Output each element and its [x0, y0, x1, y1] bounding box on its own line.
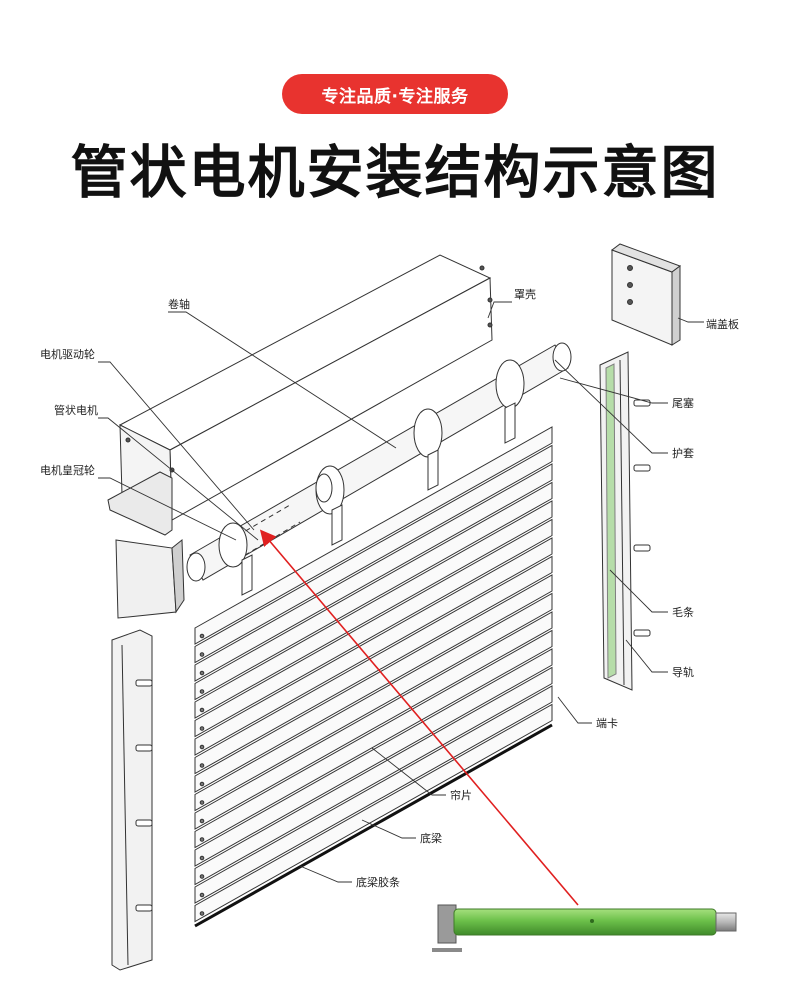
- slat-clip-hole: [199, 633, 205, 639]
- left-guide-rail: [111, 629, 153, 971]
- slat-clip-hole: [199, 874, 205, 879]
- label-guide-rail: 导轨: [672, 665, 694, 679]
- label-crown-wheel: 电机皇冠轮: [40, 463, 95, 477]
- slat-clip-hole: [199, 689, 205, 694]
- label-bottom-beam: 底梁: [420, 831, 442, 845]
- slat-clip-hole: [199, 707, 205, 713]
- curtain-slat: [194, 611, 553, 830]
- label-tail-plug: 尾塞: [672, 396, 694, 410]
- slat-clip-hole: [199, 892, 205, 898]
- curtain-slat: [194, 574, 553, 793]
- slat-clip-hole: [199, 670, 205, 676]
- leader-lines: [98, 301, 704, 883]
- roller-shaft: [186, 342, 572, 582]
- tubular-motor-photo: [432, 904, 737, 952]
- curtain-slats: [194, 426, 553, 928]
- slogan-badge: 专注品质·专注服务: [282, 74, 508, 114]
- label-motor-drive-wheel: 电机驱动轮: [40, 347, 95, 361]
- right-rail-screws: [633, 399, 651, 637]
- slat-clip-hole: [199, 652, 205, 657]
- curtain-slat: [194, 648, 553, 867]
- right-guide-rail: [599, 351, 633, 691]
- curtain-slat: [194, 481, 553, 701]
- motor-pointer-arrow: [259, 529, 579, 906]
- page-title: 管状电机安装结构示意图: [70, 140, 720, 206]
- left-end-bracket: [107, 471, 185, 619]
- curtain-slat: [194, 629, 553, 849]
- slat-clip-hole: [199, 911, 205, 916]
- slat-clip-hole: [199, 726, 205, 731]
- curtain-slat: [194, 444, 553, 664]
- label-bottom-beam-rubber: 底梁胶条: [356, 875, 400, 889]
- slat-clip-hole: [199, 744, 205, 750]
- slat-clip-hole: [199, 800, 205, 805]
- slat-clip-hole: [199, 855, 205, 861]
- curtain-slat: [194, 500, 553, 719]
- curtain-slat: [194, 426, 553, 645]
- label-end-clip: 端卡: [596, 717, 618, 730]
- diagram-labels: 卷轴 罩壳 端盖板 电机驱动轮 管状电机 电机皇冠轮 尾塞 护套 毛条 导轨 端…: [40, 287, 739, 889]
- curtain-slat: [194, 518, 553, 738]
- label-roller-shaft: 卷轴: [168, 297, 190, 311]
- label-sleeve: 护套: [672, 446, 694, 460]
- slat-clip-hole: [199, 763, 205, 768]
- label-curtain-slat: 帘片: [450, 788, 472, 802]
- label-end-cover-plate: 端盖板: [706, 317, 739, 331]
- curtain-slat: [194, 463, 553, 682]
- label-brush-strip: 毛条: [672, 605, 694, 619]
- slat-clip-hole: [199, 781, 205, 787]
- curtain-slat: [194, 555, 553, 775]
- curtain-slat: [194, 685, 553, 904]
- label-tubular-motor: 管状电机: [54, 403, 98, 417]
- end-cover-plate: [610, 243, 682, 346]
- left-rail-screws: [135, 679, 153, 912]
- slat-clip-hole: [199, 818, 205, 824]
- label-cover-shell: 罩壳: [514, 287, 536, 301]
- slat-hangers: [241, 402, 516, 596]
- curtain-slat: [194, 537, 553, 756]
- curtain-slat: [194, 592, 553, 812]
- slat-clip-hole: [199, 837, 205, 842]
- curtain-slat: [194, 703, 553, 923]
